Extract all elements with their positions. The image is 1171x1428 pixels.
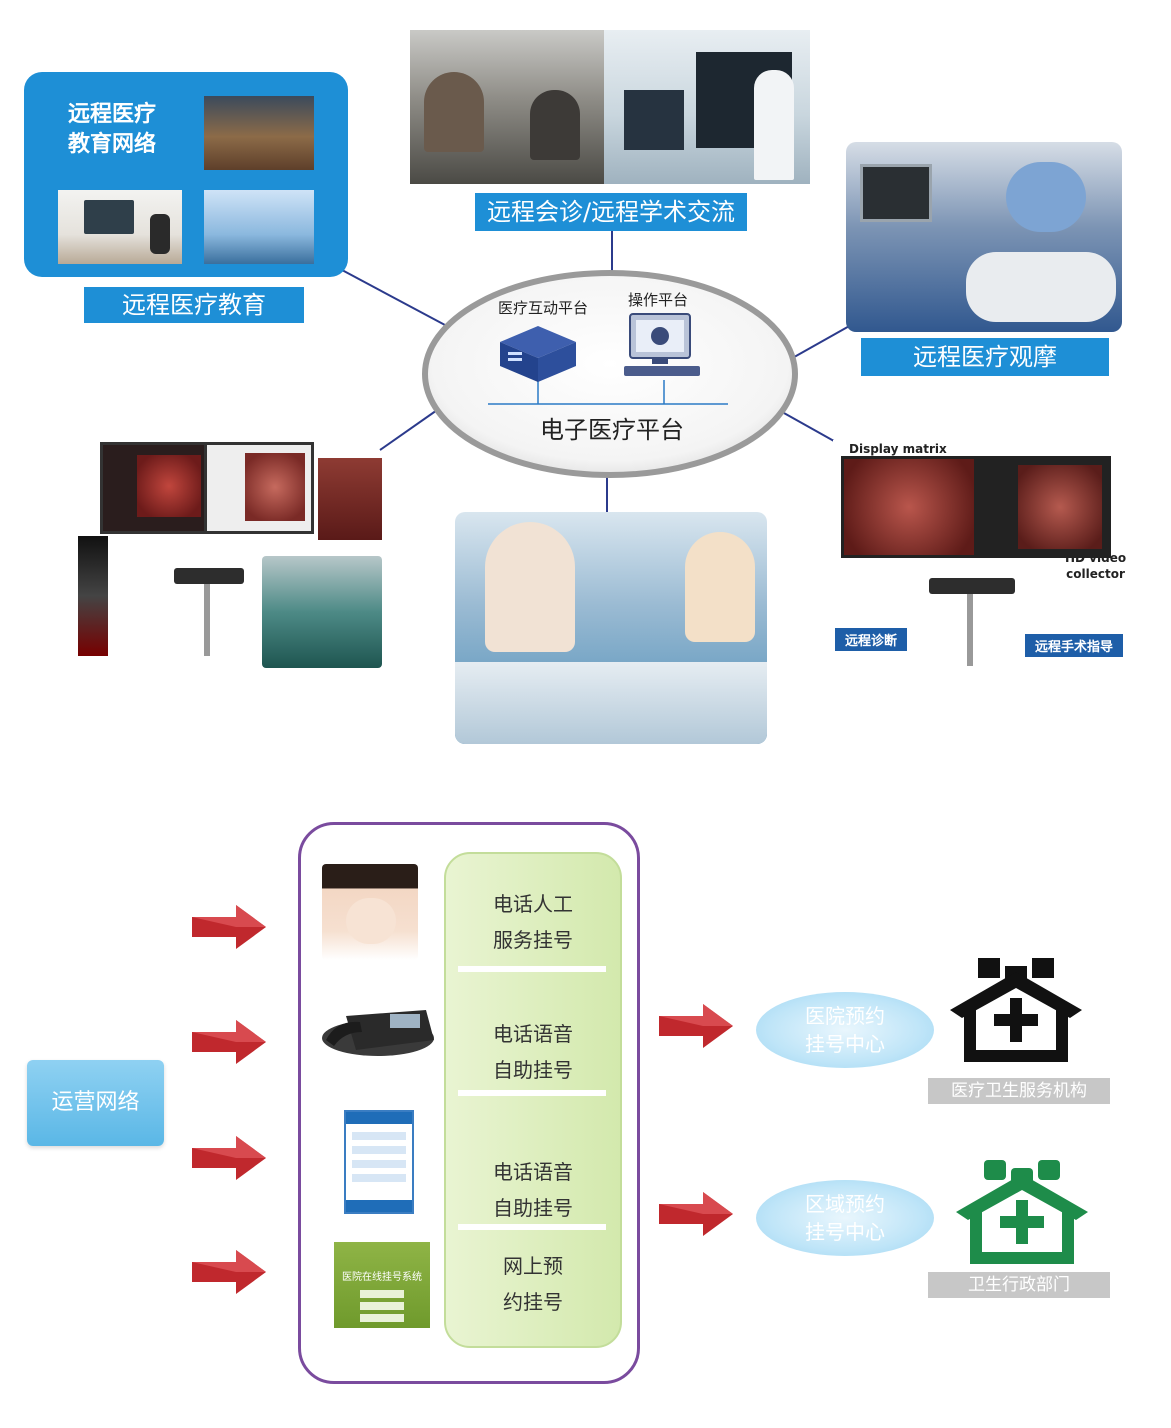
divider xyxy=(458,1224,606,1230)
channels-frame xyxy=(298,822,640,1384)
edu-title: 远程医疗 教育网络 xyxy=(68,100,156,160)
surgery-setup-left xyxy=(78,438,384,674)
edu-title-line2: 教育网络 xyxy=(68,132,157,157)
edu-caption: 远程医疗教育 xyxy=(84,287,304,323)
arrow-right-icon xyxy=(659,1004,733,1048)
regional-booking-center: 区域预约 挂号中心 xyxy=(756,1180,934,1256)
service-item: 网上预 约挂号 xyxy=(503,1254,563,1314)
web-booking-title: 医院在线挂号系统 xyxy=(342,1272,422,1283)
consult-photo-left xyxy=(410,30,604,184)
divider xyxy=(458,1090,606,1096)
workstation-icon xyxy=(624,313,700,376)
mobile-app-screenshot xyxy=(344,1110,414,1214)
consult-caption: 远程会诊/远程学术交流 xyxy=(475,193,747,231)
operations-network-box: 运营网络 xyxy=(27,1060,164,1146)
classroom-photo xyxy=(204,190,314,264)
edu-panel: 远程医疗 教育网络 xyxy=(24,72,348,277)
display-matrix-label: Display matrix xyxy=(849,442,947,456)
emergency-team-photo xyxy=(455,512,767,744)
lecture-hall-photo xyxy=(204,96,314,170)
hd-collector-label: HD video collector xyxy=(1065,551,1127,581)
hub-ellipse xyxy=(422,270,798,478)
interactive-platform-label: 医疗互动平台 xyxy=(498,299,589,317)
operations-network-label: 运营网络 xyxy=(51,1090,140,1115)
observe-photo xyxy=(846,142,1122,332)
services-panel: 电话人工 服务挂号 电话语音 自助挂号 电话语音 自助挂号 网上预 约挂号 xyxy=(444,852,622,1348)
arrow-right-icon xyxy=(192,1136,266,1180)
health-admin-icon xyxy=(956,1160,1088,1264)
medical-institution-label: 医疗卫生服务机构 xyxy=(928,1078,1110,1104)
arrow-right-icon xyxy=(192,1020,266,1064)
operation-platform-label: 操作平台 xyxy=(628,291,689,309)
remote-surgery-label: 远程手术指导 xyxy=(1025,634,1124,657)
arrow-right-icon xyxy=(192,905,266,949)
hospital-booking-center: 医院预约 挂号中心 xyxy=(756,992,934,1068)
consult-photo-right xyxy=(604,30,810,184)
service-item: 电话语音 自助挂号 xyxy=(493,1022,573,1082)
surgery-setup-right: Display matrix HD video collector 远程诊断 远… xyxy=(833,440,1139,684)
edu-title-line1: 远程医疗 xyxy=(68,102,157,127)
hospital-icon xyxy=(950,958,1082,1062)
health-admin-label: 卫生行政部门 xyxy=(928,1272,1110,1298)
operator-headset-photo xyxy=(322,864,418,960)
doctor-desk-photo xyxy=(58,190,182,264)
desk-phone-icon xyxy=(322,1010,434,1056)
service-item: 电话人工 服务挂号 xyxy=(493,892,573,952)
server-icon xyxy=(500,326,576,382)
arrow-right-icon xyxy=(659,1192,733,1236)
service-item: 电话语音 自助挂号 xyxy=(493,1160,573,1220)
web-booking-screenshot: 医院在线挂号系统 xyxy=(334,1242,430,1328)
observe-caption: 远程医疗观摩 xyxy=(861,338,1109,376)
remote-diagnosis-label: 远程诊断 xyxy=(835,628,908,651)
divider xyxy=(458,966,606,972)
hub-title: 电子医疗平台 xyxy=(540,416,684,444)
arrow-right-icon xyxy=(192,1250,266,1294)
